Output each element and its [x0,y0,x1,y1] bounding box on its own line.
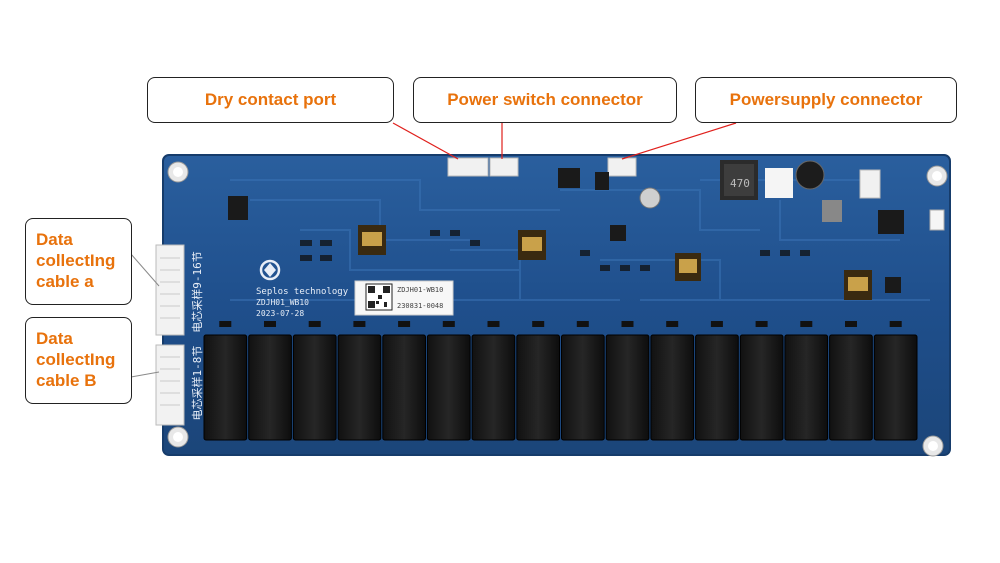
inductor-code: 470 [730,177,750,190]
relay-bank [203,321,918,441]
relay [695,334,739,441]
relay-smd [353,321,366,327]
cable-leader-lines [130,253,160,378]
relay-smd [264,321,276,327]
relay [426,334,471,441]
label-serial-text: 230831-0048 [397,302,443,310]
cable-b-callout: Data collectIng cable B [25,317,132,404]
cable-a-line-1: Data [36,230,73,249]
relay-smd [710,321,723,327]
relay [873,334,918,441]
cable-a-callout: Data collectIng cable a [25,218,132,305]
relay [739,334,784,441]
relay [337,334,382,441]
relay-smd [666,321,679,327]
relay [561,334,605,441]
relay-smd [398,321,411,327]
relay [382,334,426,441]
relay [292,334,337,441]
seplos-logo [259,259,281,281]
cable-a-line-3: cable a [36,272,94,291]
relay-smd [889,321,902,327]
cable-b-connector [155,344,185,426]
dry-contact-connector [447,157,489,177]
vertical-label-top: 电芯采样9-16节 [190,251,204,333]
upper-components [228,160,945,300]
cable-a-line-2: collectIng [36,251,116,270]
relay-smd [621,321,634,327]
power-supply-callout: Powersupply connector [695,77,957,123]
date-text: 2023-07-28 [256,309,304,318]
relay-smd [442,321,455,327]
cable-a-connector [155,244,185,336]
cable-b-line-1: Data [36,329,73,348]
relay [605,334,650,441]
power-switch-callout: Power switch connector [413,77,677,123]
relay-smd [308,321,321,327]
relay [784,334,829,441]
aux-connector [859,169,881,199]
dry-contact-callout: Dry contact port [147,77,394,123]
relay-smd [532,321,545,327]
mounting-holes [167,161,948,457]
leader-lines [392,122,737,160]
model-text: ZDJH01_WB10 [256,298,309,307]
label-model-text: ZDJH01-WB10 [397,286,443,294]
vertical-label-bottom: 电芯采样1-8节 [190,346,204,421]
relay-smd [576,321,589,327]
smd-components [300,230,810,271]
relay [471,334,516,441]
relay-smd [755,321,768,327]
relay-smd [487,321,500,327]
relay-smd [219,321,232,327]
brand-text: Seplos technology [256,287,349,297]
cable-b-line-3: cable B [36,371,97,390]
relay [516,334,560,441]
cable-b-line-2: collectIng [36,350,116,369]
relay-smd [800,321,813,327]
relay [248,334,292,441]
relay [650,334,695,441]
power-supply-connector [607,157,637,177]
relay [203,334,248,441]
power-switch-connector [489,157,519,177]
relay [829,334,873,441]
relay-smd [845,321,857,327]
